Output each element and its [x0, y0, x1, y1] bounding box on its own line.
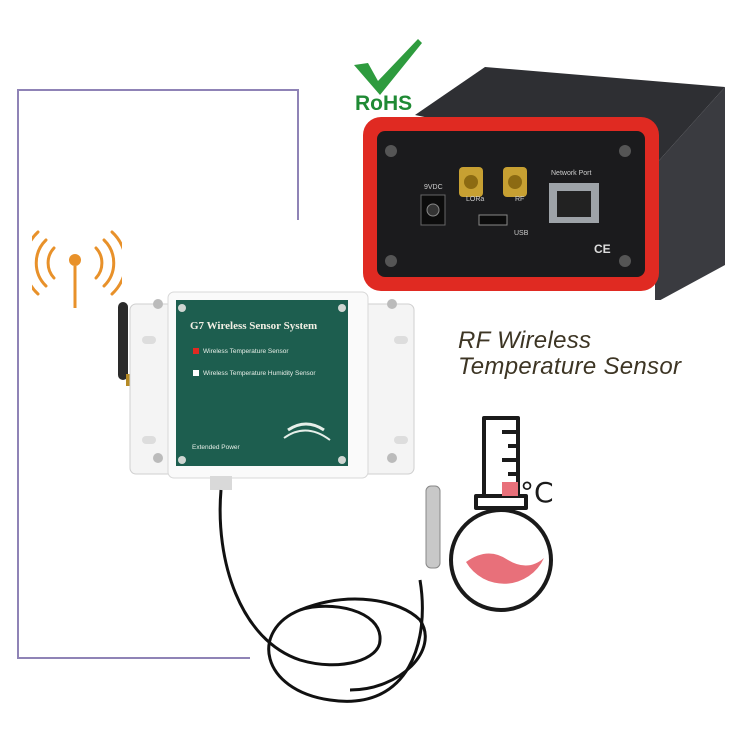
unchecked-box-icon: [193, 370, 199, 377]
thermometer-flask-icon: [449, 416, 553, 612]
sensor-option-temperature-label: Wireless Temperature Sensor: [203, 348, 289, 355]
port-usb-label: USB: [514, 230, 529, 237]
checked-box-icon: [193, 348, 199, 355]
sensor-option-humidity: Wireless Temperature Humidity Sensor: [193, 370, 316, 377]
headline-line1: RF Wireless: [458, 327, 592, 354]
product-headline: RF Wireless Temperature Sensor: [458, 328, 738, 380]
rohs-label: RoHS: [355, 92, 413, 115]
port-9vdc-label: 9VDC: [424, 184, 443, 191]
ce-mark: CE: [594, 242, 611, 256]
port-lora-label: LORa: [466, 196, 485, 203]
sensor-panel-title: G7 Wireless Sensor System: [190, 320, 318, 332]
sensor-option-humidity-label: Wireless Temperature Humidity Sensor: [203, 370, 316, 377]
headline-line2: Temperature Sensor: [458, 353, 682, 380]
port-network-label: Network Port: [551, 170, 592, 177]
port-rf-label: RF: [515, 196, 525, 203]
signal-icon: [32, 230, 122, 308]
sensor-enclosure: [118, 291, 415, 490]
celsius-unit: °C: [520, 476, 554, 509]
extended-power-label: Extended Power: [192, 444, 240, 451]
gateway-device: [363, 67, 725, 300]
sensor-option-temperature: Wireless Temperature Sensor: [193, 348, 289, 355]
rohs-check-icon: [354, 39, 422, 95]
